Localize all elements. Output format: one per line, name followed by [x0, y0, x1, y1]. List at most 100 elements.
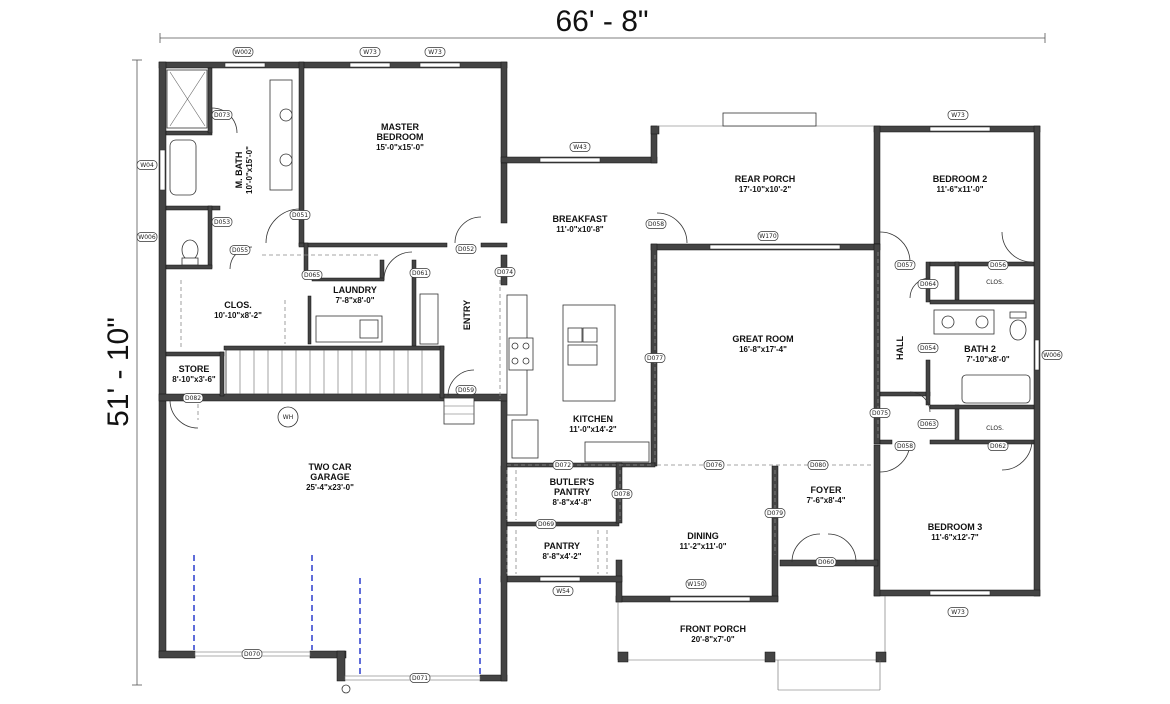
width-dimension-line — [159, 33, 1046, 43]
laundry-fixtures — [315, 293, 439, 345]
tag-outline — [703, 460, 725, 470]
tag-d051: D051 — [292, 212, 308, 219]
tag-w-left: W002 — [234, 49, 252, 56]
room-label-bath-2: BATH 2 — [964, 344, 996, 354]
tag-outline — [764, 508, 786, 518]
overall-depth-label: 51' - 10" — [102, 317, 135, 427]
tag-outline — [289, 210, 311, 220]
room-label-pantry: PANTRY — [544, 541, 580, 551]
tag-outline — [552, 586, 574, 596]
tag-outline — [409, 673, 431, 683]
tag-outline — [894, 441, 916, 451]
tag-d063: D063 — [920, 421, 936, 428]
kitchen-fixtures — [506, 294, 650, 463]
tag-outline — [409, 268, 431, 278]
closet-label-bedroom-2: CLOS. — [986, 279, 1004, 286]
room-size-kitchen: 11'-0"x14'-2" — [569, 425, 617, 434]
tag-outline — [211, 110, 233, 120]
tag-d054: D054 — [920, 345, 936, 352]
tag-d059: D059 — [458, 387, 474, 394]
tag-outline — [645, 219, 667, 229]
tag-outline — [455, 385, 477, 395]
room-size-dining: 11'-2"x11'-0" — [680, 542, 727, 551]
room-label-hall: HALL — [895, 336, 905, 360]
room-label-garage: TWO CAR — [309, 462, 352, 472]
room-size-great-room: 16'-8"x17'-4" — [739, 345, 787, 354]
tag-d074: D074 — [497, 269, 513, 276]
tag-d069: D069 — [538, 521, 554, 528]
tag-d058: D058 — [648, 221, 664, 228]
tag-outline — [644, 353, 666, 363]
room-size-laundry: 7'-8"x8'-0" — [336, 296, 375, 305]
tag-d058b: D058 — [897, 443, 913, 450]
tag-d057: D057 — [897, 262, 913, 269]
water-heater-label: WH — [283, 414, 293, 421]
overall-width-label: 66' - 8" — [555, 5, 648, 38]
room-size-bedroom-3: 11'-6"x12'-7" — [931, 533, 979, 542]
tag-d076: D076 — [706, 462, 722, 469]
room-size-closet: 10'-10"x8'-2" — [214, 311, 262, 320]
room-label-butlers-pantry: BUTLER'S — [550, 477, 595, 487]
tag-outline — [136, 232, 158, 242]
room-label-bedroom-3: BEDROOM 3 — [928, 522, 983, 532]
room-label-great-room: GREAT ROOM — [732, 334, 793, 344]
tag-d065: D065 — [304, 272, 320, 279]
tag-outline — [301, 270, 323, 280]
tag-outline — [535, 519, 557, 529]
water-heater-icon — [277, 406, 299, 428]
tag-outline — [685, 579, 707, 589]
tag-outline — [894, 260, 916, 270]
tag-w-bed2-top: W73 — [951, 112, 965, 119]
tag-outline — [211, 217, 233, 227]
tag-d071: D071 — [412, 675, 428, 682]
tag-outline — [241, 649, 263, 659]
room-label-dining: DINING — [687, 531, 719, 541]
tag-d072: D072 — [555, 462, 571, 469]
room-size-rear-porch: 17'-10"x10'-2" — [739, 185, 792, 194]
tag-outline — [917, 419, 939, 429]
tag-d073: D073 — [214, 112, 230, 119]
tag-outline — [359, 47, 381, 57]
room-size-butlers-pantry: 8'-8"x4'-8" — [553, 498, 592, 507]
tag-d064: D064 — [920, 281, 936, 288]
tag-w-pantry: W54 — [556, 588, 570, 595]
tag-outline — [229, 245, 251, 255]
room-label-kitchen: KITCHEN — [573, 414, 613, 424]
tag-d062: D062 — [990, 443, 1006, 450]
tag-outline — [1041, 350, 1063, 360]
tag-outline — [232, 47, 254, 57]
tag-d055: D055 — [232, 247, 248, 254]
tag-outline — [807, 460, 829, 470]
tag-d061: D061 — [412, 270, 428, 277]
room-label-m-bath: M. BATH — [234, 152, 244, 189]
room-label-bedroom-2: BEDROOM 2 — [933, 174, 988, 184]
tag-w-dining: W150 — [687, 581, 705, 588]
room-size-pantry: 8'-8"x4'-2" — [543, 552, 582, 561]
room-label-front-porch: FRONT PORCH — [680, 624, 746, 634]
stairs — [225, 349, 475, 425]
closet-shelves — [180, 254, 608, 574]
tag-d053: D053 — [214, 219, 230, 226]
room-label-entry: ENTRY — [462, 300, 472, 330]
tag-d056: D056 — [990, 262, 1006, 269]
room-size-front-porch: 20'-8"x7'-0" — [691, 635, 735, 644]
hose-bib-icon — [341, 684, 351, 694]
tag-outline — [494, 267, 516, 277]
room-label-garage-2: GARAGE — [310, 472, 350, 482]
tag-w-bed3-bottom: W73 — [951, 609, 965, 616]
tag-outline — [424, 47, 446, 57]
tag-d082: D082 — [185, 395, 201, 402]
room-size-store: 8'-10"x3'-6" — [172, 375, 216, 384]
tag-d080: D080 — [810, 462, 826, 469]
tag-outline — [987, 441, 1009, 451]
room-label-master-bedroom-2: BEDROOM — [377, 132, 424, 142]
room-size-bedroom-2: 11'-6"x11'-0" — [937, 185, 984, 194]
room-label-breakfast: BREAKFAST — [552, 214, 608, 224]
room-size-breakfast: 11'-0"x10'-8" — [556, 225, 604, 234]
tag-outline — [917, 343, 939, 353]
tag-outline — [947, 110, 969, 120]
room-label-butlers-pantry-2: PANTRY — [554, 487, 590, 497]
room-label-closet: CLOS. — [224, 300, 252, 310]
room-label-rear-porch: REAR PORCH — [735, 174, 796, 184]
